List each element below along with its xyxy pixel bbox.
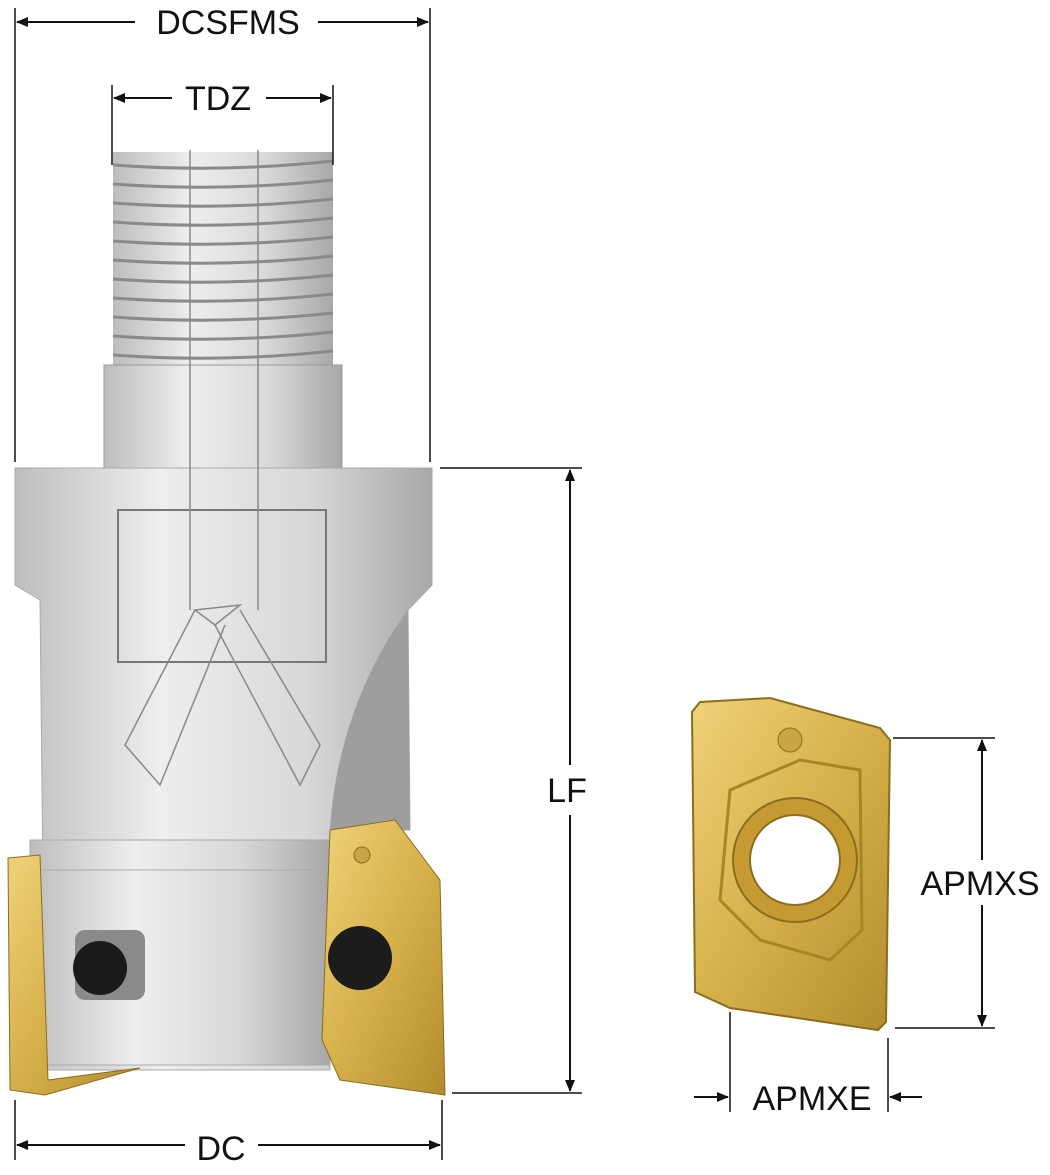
extension-lines (14, 8, 995, 1160)
screw-head-left (73, 941, 127, 995)
tool-inserts (7, 819, 446, 1096)
thread-ridge (112, 216, 334, 227)
lf-label: LF (547, 772, 587, 810)
loose-insert (690, 696, 892, 1032)
tdz-label: TDZ (185, 80, 251, 118)
torx-screw (328, 926, 392, 990)
thread-ridge (112, 178, 334, 189)
thread-ridge (112, 330, 334, 341)
thread-ridge (112, 235, 334, 246)
thread-ridge (112, 292, 334, 303)
thread-ridge (112, 254, 334, 265)
thread-ridge (112, 273, 334, 284)
thread-ridge (112, 159, 334, 170)
thread-ridge (112, 197, 334, 208)
dc-label: DC (196, 1130, 245, 1168)
dcsfms-label: DCSFMS (156, 4, 300, 42)
apmxe-label: APMXE (752, 1080, 871, 1118)
threaded-shank (103, 152, 343, 471)
apmxs-label: APMXS (920, 865, 1039, 903)
thread-ridge (112, 311, 334, 322)
thread-ridge (112, 349, 334, 360)
